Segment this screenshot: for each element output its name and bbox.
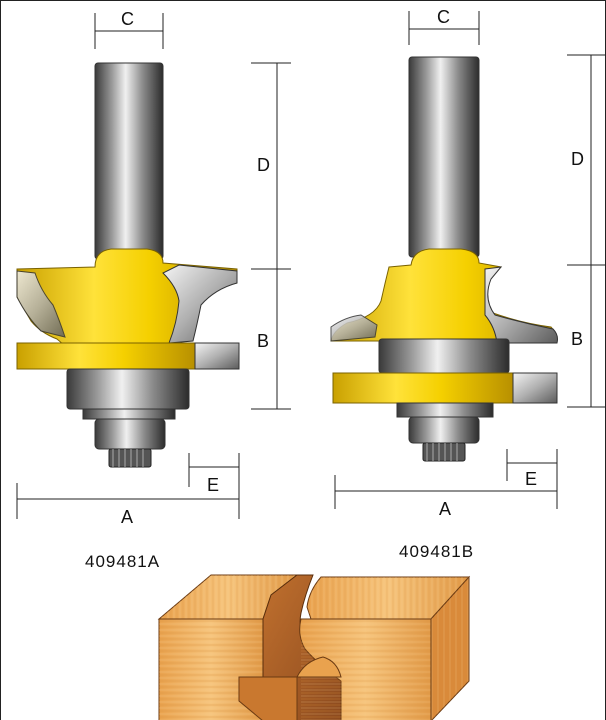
left-model-number: 409481A: [85, 552, 160, 571]
left-carbide-tip: [162, 264, 238, 344]
left-shank: [94, 62, 164, 260]
right-spacer: [378, 338, 510, 374]
right-label-d: D: [571, 149, 584, 169]
right-label-b: B: [571, 329, 583, 349]
right-model-number: 409481B: [399, 542, 474, 561]
right-label-a: A: [439, 499, 451, 519]
left-flange-steel: [194, 342, 240, 370]
right-carbide-left: [330, 314, 378, 342]
right-thread: [422, 442, 466, 462]
left-nut: [94, 418, 166, 450]
right-bearing: [396, 402, 494, 418]
left-washer: [82, 408, 176, 420]
right-flange-steel: [512, 372, 558, 404]
right-label-e: E: [525, 469, 537, 489]
left-dimensions: [16, 13, 291, 519]
right-dimensions: [334, 11, 605, 509]
left-router-bit: [16, 62, 240, 468]
left-label-c: C: [121, 9, 134, 29]
left-flange: [16, 342, 196, 370]
right-shank: [408, 56, 480, 258]
joint-tongue: [296, 656, 342, 678]
right-router-bit: [330, 56, 558, 462]
wood-joint-illustration: [157, 574, 471, 720]
left-thread: [108, 448, 152, 468]
left-label-a: A: [121, 507, 133, 527]
right-flange: [332, 372, 514, 404]
right-nut: [408, 416, 480, 444]
right-label-c: C: [437, 7, 450, 27]
left-board-notch: [238, 676, 298, 720]
right-carbide-tip: [484, 266, 558, 344]
left-label-b: B: [257, 331, 269, 351]
left-label-e: E: [207, 475, 219, 495]
left-carbide-left: [16, 270, 66, 338]
left-label-d: D: [257, 155, 270, 175]
left-bearing: [66, 368, 190, 410]
